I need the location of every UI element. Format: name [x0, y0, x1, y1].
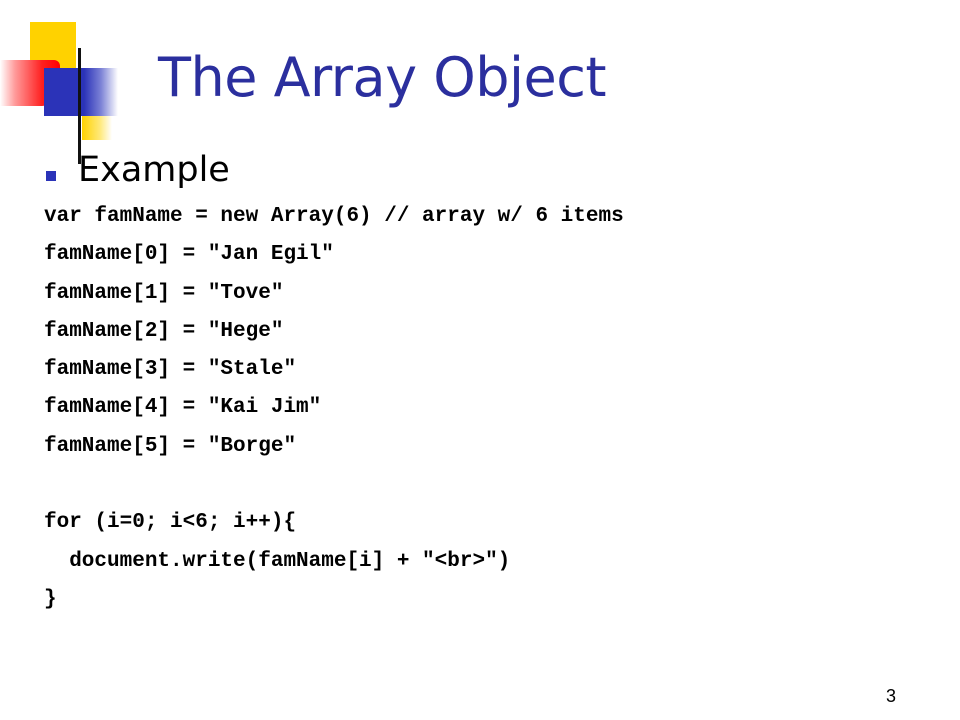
code-line: famName[5] = "Borge"	[44, 434, 297, 458]
slide-title: The Array Object	[158, 46, 607, 109]
bullet-text: Example	[78, 150, 230, 190]
code-line: famName[0] = "Jan Egil"	[44, 243, 334, 267]
code-line: famName[3] = "Stale"	[44, 358, 297, 382]
decor-vertical-line	[78, 48, 81, 164]
decor-blue-square	[44, 68, 84, 116]
code-line: famName[2] = "Hege"	[44, 319, 284, 343]
square-bullet-icon	[46, 171, 56, 181]
decor-blue-fade	[84, 68, 118, 116]
code-line: }	[44, 587, 57, 611]
code-line: var famName = new Array(6) // array w/ 6…	[44, 205, 624, 228]
page-number: 3	[886, 686, 897, 706]
code-line: for (i=0; i<6; i++){	[44, 511, 297, 535]
code-line: famName[4] = "Kai Jim"	[44, 396, 322, 420]
code-block: var famName = new Array(6) // array w/ 6…	[44, 202, 624, 623]
code-line: document.write(famName[i] + "<br>")	[44, 549, 511, 573]
code-line-blank	[44, 470, 624, 508]
code-line: famName[1] = "Tove"	[44, 281, 284, 305]
